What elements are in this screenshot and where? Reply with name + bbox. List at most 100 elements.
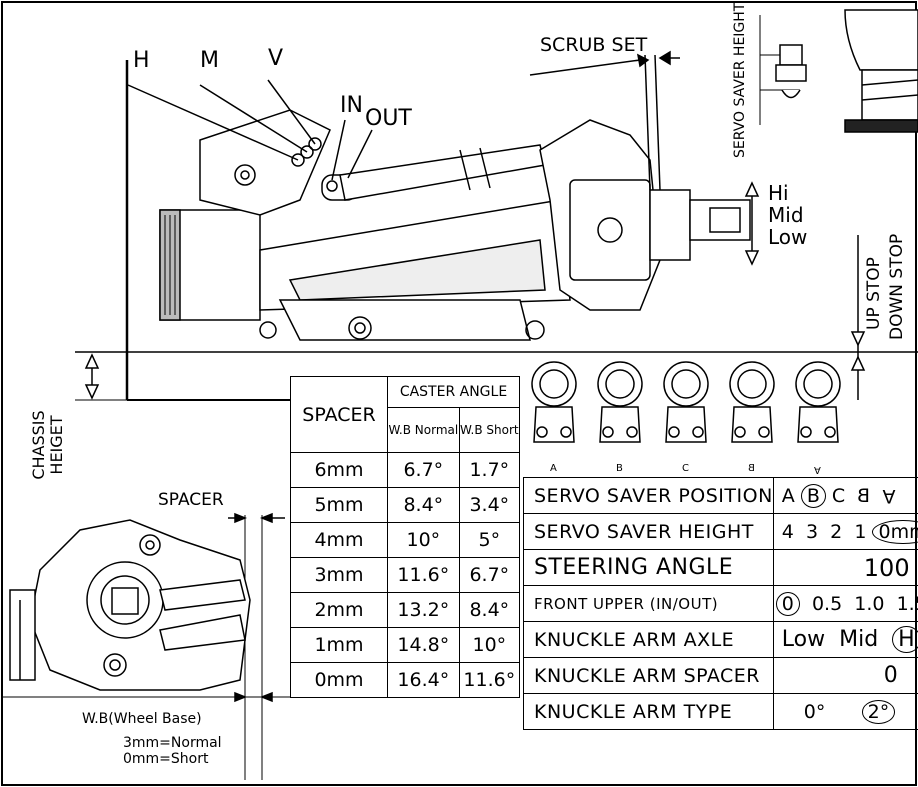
- selected-option: 2°: [861, 699, 896, 724]
- wb-normal-header: W.B Normal: [387, 407, 460, 453]
- in-label: IN: [340, 93, 363, 118]
- option: A: [882, 484, 896, 507]
- scrub-set-label: SCRUB SET: [540, 34, 648, 56]
- arm-letter: A: [550, 463, 557, 474]
- selected-option: 0mm: [872, 519, 918, 544]
- servo-saver-arms: [531, 361, 841, 443]
- low-label: Low: [768, 225, 808, 249]
- short-cell: 11.6°: [458, 662, 521, 698]
- spacer-cell: 6mm: [290, 452, 388, 488]
- normal-cell: 11.6°: [387, 557, 460, 593]
- option: 0°: [803, 700, 826, 723]
- caster-angle-table: SPACER CASTER ANGLE W.B Normal W.B Short…: [290, 376, 521, 698]
- table-row: FRONT UPPER (IN/OUT) 0 0.5 1.0 1.5mm: [523, 585, 918, 622]
- wb-short-header: W.B Short: [458, 407, 521, 453]
- wb-short-label: 0mm=Short: [123, 751, 209, 767]
- option: Mid: [839, 627, 879, 652]
- up-stop-label: UP STOP: [864, 257, 884, 330]
- spacer-cell: 4mm: [290, 522, 388, 558]
- normal-cell: 10°: [387, 522, 460, 558]
- spacer-cell: 3mm: [290, 557, 388, 593]
- short-cell: 8.4°: [458, 592, 521, 628]
- option: C: [831, 484, 846, 507]
- m-label: M: [200, 48, 219, 73]
- knuckle-arm-spacer-label: KNUCKLE ARM SPACER: [523, 657, 774, 694]
- table-row: STEERING ANGLE 100 %: [523, 549, 918, 586]
- spacer-cell: 1mm: [290, 627, 388, 663]
- steering-angle-label: STEERING ANGLE: [523, 549, 774, 586]
- spacer-cell: 5mm: [290, 487, 388, 523]
- table-row: KNUCKLE ARM SPACER 0 mm: [523, 657, 918, 694]
- front-upper-label: FRONT UPPER (IN/OUT): [523, 585, 774, 622]
- selected-option: 0: [775, 591, 800, 616]
- arm-letter: B: [748, 463, 755, 474]
- servo-saver-height-label: SERVO SAVER HEIGHT: [732, 2, 748, 158]
- option: Low: [781, 627, 826, 652]
- front-upper-value: 0 0.5 1.0 1.5mm: [772, 585, 918, 622]
- option: 1: [854, 520, 867, 543]
- normal-cell: 14.8°: [387, 627, 460, 663]
- short-cell: 6.7°: [458, 557, 521, 593]
- option: 0.5: [811, 592, 843, 615]
- knuckle-arm-type-label: KNUCKLE ARM TYPE: [523, 693, 774, 730]
- arm-letter: A: [814, 464, 821, 475]
- servo-saver-height-value: 4 3 2 1 0mm: [772, 513, 918, 550]
- arm-letter: B: [616, 463, 623, 474]
- spacer-cell: 0mm: [290, 662, 388, 698]
- option: 2: [830, 520, 843, 543]
- table-row: SERVO SAVER HEIGHT 4 3 2 1 0mm: [523, 513, 918, 550]
- selected-option: B: [800, 483, 826, 508]
- spacer-header: SPACER: [290, 376, 388, 453]
- servo-saver-position-value: A B C B A: [772, 477, 918, 514]
- short-cell: 1.7°: [458, 452, 521, 488]
- option: B: [857, 484, 871, 507]
- servo-saver-position-label: SERVO SAVER POSITION: [523, 477, 774, 514]
- spacer-cell: 2mm: [290, 592, 388, 628]
- table-row: SERVO SAVER POSITION A B C B A: [523, 477, 918, 514]
- wheel-base-label: W.B(Wheel Base): [82, 711, 202, 727]
- mid-label: Mid: [768, 203, 804, 227]
- option: 3: [805, 520, 819, 543]
- wb-normal-label: 3mm=Normal: [123, 735, 222, 751]
- normal-cell: 16.4°: [387, 662, 460, 698]
- caster-angle-header: CASTER ANGLE: [387, 376, 520, 408]
- table-row: KNUCKLE ARM TYPE 0° 2°: [523, 693, 918, 730]
- normal-cell: 13.2°: [387, 592, 460, 628]
- spacer-number: 0: [883, 663, 898, 688]
- chassis-height-label: CHASSIS HEIGET: [29, 410, 66, 480]
- hi-label: Hi: [768, 181, 789, 205]
- arm-letter: C: [682, 463, 689, 474]
- short-cell: 5°: [458, 522, 521, 558]
- steering-angle-number: 100: [863, 553, 910, 582]
- steering-angle-value: 100 %: [772, 549, 918, 586]
- short-cell: 10°: [458, 627, 521, 663]
- setup-table: SERVO SAVER POSITION A B C B A SERVO SAV…: [523, 477, 918, 730]
- out-label: OUT: [365, 106, 412, 131]
- caster-block-drawing: [2, 512, 290, 780]
- h-label: H: [133, 48, 150, 73]
- table-row: KNUCKLE ARM AXLE Low Mid H: [523, 621, 918, 658]
- option: 4: [781, 520, 794, 543]
- selected-option: H: [892, 626, 918, 653]
- option: 1.0: [854, 592, 885, 615]
- spacer-label: SPACER: [158, 490, 224, 510]
- knuckle-arm-axle-value: Low Mid H: [772, 621, 918, 658]
- option: 1.5mm: [896, 592, 918, 615]
- normal-cell: 8.4°: [387, 487, 460, 523]
- knuckle-arm-axle-label: KNUCKLE ARM AXLE: [523, 621, 774, 658]
- v-label: V: [268, 46, 284, 71]
- short-cell: 3.4°: [458, 487, 521, 523]
- servo-saver-height-row-label: SERVO SAVER HEIGHT: [523, 513, 774, 550]
- option: A: [781, 484, 795, 507]
- knuckle-arm-spacer-value: 0 mm: [772, 657, 918, 694]
- normal-cell: 6.7°: [387, 452, 460, 488]
